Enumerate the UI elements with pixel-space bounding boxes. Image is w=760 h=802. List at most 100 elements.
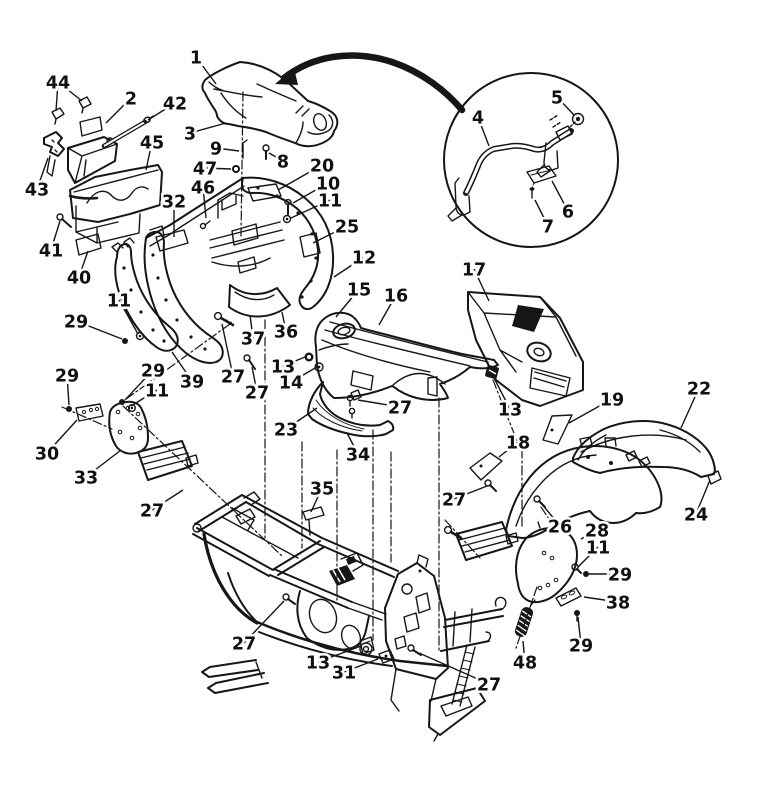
callout-label-27: 27: [221, 367, 245, 387]
callout-label-11: 11: [586, 538, 610, 558]
leader-line-13: [282, 356, 306, 367]
callout-label-29: 29: [64, 312, 88, 332]
leader-line-27: [357, 399, 401, 408]
detail-arrow: [275, 52, 466, 114]
leader-line-45: [145, 141, 153, 171]
callout-label-27: 27: [442, 490, 466, 510]
callout-label-46: 46: [191, 178, 215, 198]
leader-line-28: [580, 529, 598, 540]
leader-line-29: [124, 369, 154, 401]
callout-label-27: 27: [245, 383, 269, 403]
callout-label-40: 40: [67, 268, 91, 288]
leader-line-13: [317, 645, 362, 663]
leader-line-41: [50, 220, 61, 251]
callout-label-7: 7: [542, 217, 554, 237]
leader-line-11: [577, 546, 599, 568]
callout-label-27: 27: [477, 675, 501, 695]
leader-line-37: [249, 314, 254, 339]
leader-line-46: [202, 186, 207, 219]
callout-label-11: 11: [145, 381, 169, 401]
leader-line-44: [57, 81, 83, 102]
leader-line-4: [477, 116, 490, 147]
leader-line-34: [346, 432, 359, 455]
callout-label-29: 29: [141, 361, 165, 381]
leader-line-27: [251, 366, 258, 393]
leader-line-15: [335, 288, 360, 318]
projection-lines: [61, 319, 558, 653]
callout-label-20: 20: [310, 156, 334, 176]
leader-line-27: [453, 485, 488, 500]
callout-label-9: 9: [210, 139, 222, 159]
leader-line-30: [46, 419, 78, 454]
callout-label-31: 31: [332, 663, 356, 683]
callout-label-27: 27: [388, 398, 412, 418]
frame-chassis: [192, 491, 507, 742]
callout-label-35: 35: [310, 479, 334, 499]
leader-line-27: [221, 323, 234, 377]
callout-label-39: 39: [180, 372, 204, 392]
leader-line-5: [556, 96, 575, 116]
callout-label-2: 2: [125, 89, 137, 109]
footrests: [137, 440, 519, 561]
callout-label-41: 41: [39, 241, 63, 261]
callout-label-3: 3: [184, 124, 196, 144]
leader-line-11: [118, 299, 139, 335]
callout-label-33: 33: [74, 468, 98, 488]
callout-label-1: 1: [190, 48, 202, 68]
leader-line-17: [473, 268, 490, 302]
leader-line-7: [534, 199, 549, 227]
detail-circle: [443, 72, 619, 248]
leader-line-2: [105, 97, 132, 124]
callout-label-34: 34: [346, 445, 370, 465]
leader-line-1: [195, 56, 217, 85]
front-body-assembly: [111, 139, 335, 372]
leader-line-11: [130, 389, 158, 407]
leader-line-35: [310, 487, 323, 513]
leader-line-26: [540, 502, 561, 527]
callout-label-10: 10: [316, 174, 340, 194]
callout-label-45: 45: [140, 133, 164, 153]
leader-line-43: [36, 157, 49, 190]
leader-line-3: [189, 122, 227, 134]
callout-label-29: 29: [569, 636, 593, 656]
leader-line-29: [66, 374, 70, 406]
callout-label-30: 30: [35, 444, 59, 464]
leader-line-36: [281, 311, 287, 332]
callout-label-14: 14: [279, 373, 303, 393]
leader-line-33: [85, 449, 122, 478]
leader-line-29: [75, 320, 123, 340]
callout-label-25: 25: [335, 217, 359, 237]
callout-label-17: 17: [462, 260, 486, 280]
callout-label-32: 32: [162, 192, 186, 212]
left-heat-shield-group: [43, 96, 163, 256]
callout-label-4: 4: [472, 108, 484, 128]
side-panel: [307, 381, 395, 438]
callout-label-11: 11: [107, 291, 131, 311]
callout-label-48: 48: [513, 653, 537, 673]
callout-label-29: 29: [608, 565, 632, 585]
leader-line-9: [215, 147, 240, 152]
leader-line-6: [551, 180, 569, 212]
leader-line-11: [290, 199, 331, 219]
callout-label-24: 24: [684, 505, 708, 525]
callout-label-13: 13: [498, 400, 522, 420]
callout-label-44: 44: [46, 73, 70, 93]
leader-line-16: [378, 294, 397, 326]
leader-line-10: [292, 182, 329, 204]
callout-label-42: 42: [163, 94, 187, 114]
leader-line-13: [493, 377, 511, 410]
leader-line-39: [171, 351, 193, 382]
callout-label-16: 16: [384, 286, 408, 306]
tank-cover: [314, 311, 499, 401]
callout-label-43: 43: [25, 180, 49, 200]
leader-line-19: [568, 398, 613, 424]
callout-label-28: 28: [585, 521, 609, 541]
leader-line-27: [243, 600, 285, 644]
leader-line-22: [680, 387, 700, 429]
leader-line-27: [418, 652, 490, 685]
leader-line-23: [285, 407, 318, 430]
leader-line-29: [577, 616, 582, 646]
leader-line-25: [312, 225, 348, 244]
callout-label-15: 15: [347, 280, 371, 300]
